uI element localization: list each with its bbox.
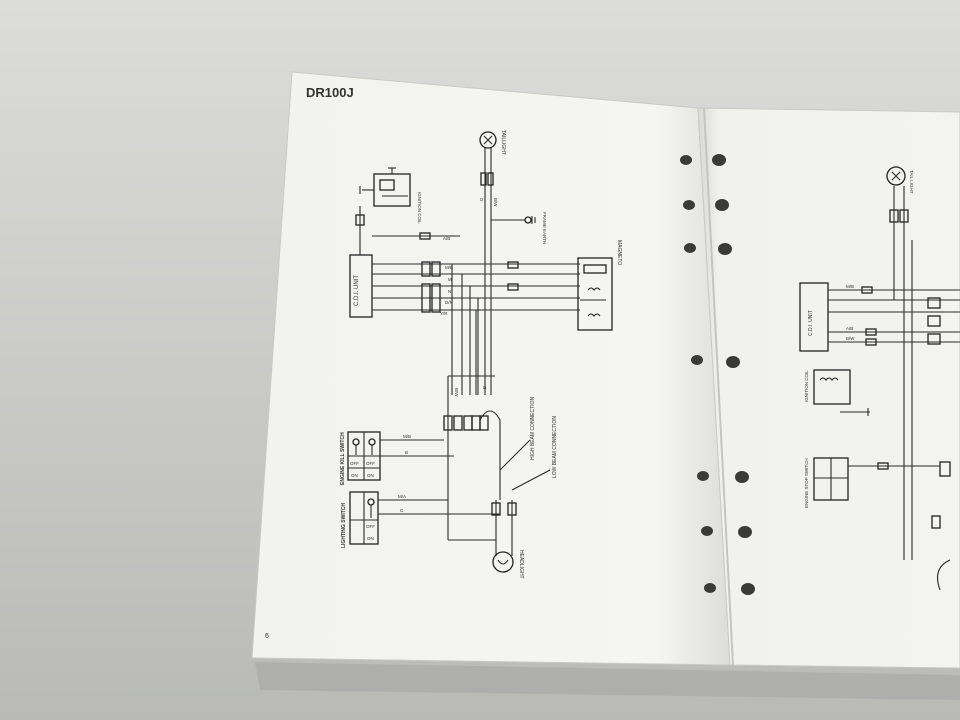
wire-label-g-light: G (400, 508, 404, 513)
taillight-symbol (479, 131, 497, 149)
right-label-tail-light: TAIL LIGHT (909, 170, 914, 194)
kill-switch-on-1: ON (351, 473, 358, 478)
right-tail-light-symbol (886, 166, 906, 186)
right-cdi-unit-box (799, 282, 829, 352)
beam-connection-wires (479, 410, 551, 540)
book-gutter (703, 107, 734, 666)
wire-label-b-kill: B (405, 450, 408, 455)
lighting-switch-on: ON (367, 536, 374, 541)
wire-label-bw-tail: B/W (493, 198, 498, 207)
wire-label-m: M (448, 277, 452, 282)
wire-label-mb: M/B (445, 265, 453, 270)
headlight-symbol (448, 539, 514, 573)
label-magneto: MAGNETO (616, 240, 622, 265)
wiring-diagram-right: TAIL LIGHT C.D.I. UNIT M/B A/B B/W IGNIT… (799, 166, 960, 591)
page-number: 6 (265, 633, 269, 640)
right-label-ignition-coil: IGNITION COIL (804, 370, 809, 402)
right-wire-label-ab: A/B (846, 326, 853, 331)
lighting-switch-symbol (349, 491, 500, 545)
label-taillight: TAILLIGHT (500, 130, 506, 155)
label-high-beam: HIGH BEAM CONNECTION (530, 397, 536, 460)
wire-label-dn: D/N (445, 300, 453, 305)
label-engine-kill-switch: ENGINE KILL SWITCH (340, 432, 346, 485)
right-label-cdi-unit: C.D.I. UNIT (808, 310, 814, 336)
wiring-diagram-left: TAILLIGHT G B/W FRAME EARTH IGNITION COI… (340, 130, 622, 579)
label-cdi-unit: C.D.I. UNIT (354, 275, 360, 306)
label-ignition-coil: IGNITION COIL (417, 192, 422, 224)
label-low-beam: LOW BEAM CONNECTION (552, 416, 558, 478)
kill-switch-off-1: OFF (350, 461, 359, 466)
right-ignition-coil-box (813, 369, 851, 405)
binder-holes-right (712, 154, 755, 595)
page-header: DR100J (306, 85, 354, 100)
wire-label-g-tail: G (479, 198, 484, 202)
wire-label-bw-harness: B/W (454, 388, 459, 397)
wire-label-ab: A/B (443, 236, 450, 241)
right-wire-label-bw: B/W (846, 336, 855, 341)
label-frame-earth: FRAME EARTH (542, 212, 547, 244)
main-harness (443, 264, 495, 540)
magneto-symbol (577, 257, 613, 331)
binder-holes-left (680, 155, 716, 593)
kill-switch-on-2: ON (367, 473, 374, 478)
wire-label-g-harness: G (482, 386, 487, 390)
wire-label-n: N (448, 289, 451, 294)
right-page (697, 107, 960, 669)
frame-earth-symbol (491, 216, 536, 224)
wire-label-mb-kill: M/B (403, 434, 411, 439)
lighting-switch-off: OFF (366, 524, 375, 529)
right-wire-label-mb: M/B (846, 284, 854, 289)
book-shadow (255, 662, 960, 700)
ignition-coil-symbol (359, 167, 411, 207)
label-lighting-switch: LIGHTING SWITCH (341, 503, 347, 548)
wire-label-ma: M/A (398, 494, 406, 499)
label-headlight: HEADLIGHT (518, 550, 524, 579)
right-label-engine-stop-switch: ENGINE STOP SWITCH (804, 458, 809, 508)
engine-kill-switch-symbol (347, 431, 454, 481)
wire-label-yr: Y/R (440, 311, 448, 316)
kill-switch-off-2: OFF (366, 461, 375, 466)
